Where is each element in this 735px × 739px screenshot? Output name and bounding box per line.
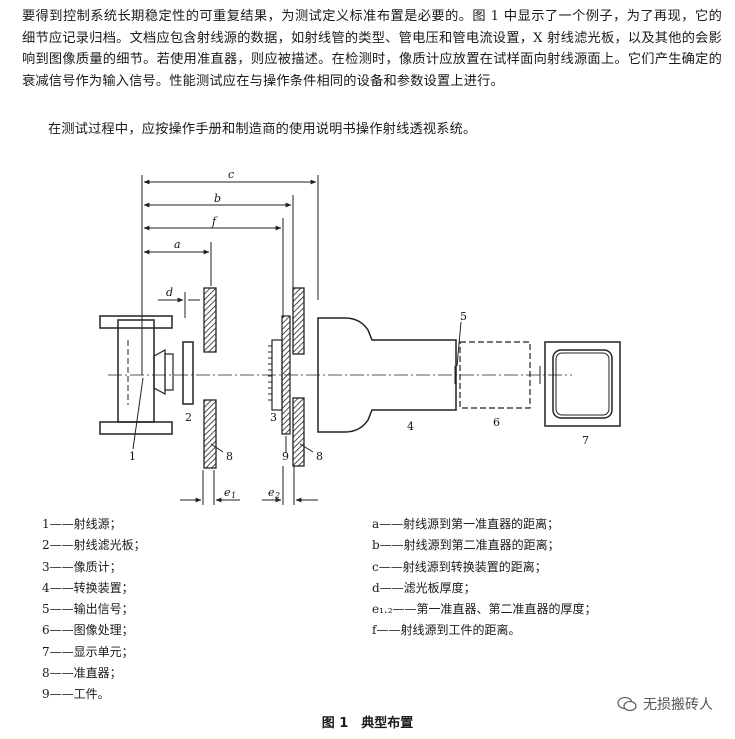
legend-item: 6——图像处理； xyxy=(42,623,134,638)
legend-item: 8——准直器； xyxy=(42,666,122,681)
watermark: 无损搬砖人 xyxy=(617,694,713,714)
label-a: a xyxy=(174,238,181,251)
operation-paragraph: 在测试过程中，应按操作手册和制造商的使用说明书操作射线透视系统。 xyxy=(48,122,477,137)
legend-item: a——射线源到第一准直器的距离； xyxy=(372,517,560,531)
legend-item: e₁.₂——第一准直器、第二准直器的厚度； xyxy=(372,602,597,617)
collimator-1-bottom xyxy=(203,399,217,469)
watermark-text: 无损搬砖人 xyxy=(643,697,713,713)
filter-plate xyxy=(182,341,194,405)
legend-item: 9——工件。 xyxy=(42,687,110,702)
label-d: d xyxy=(166,286,173,299)
legend-parts: 1——射线源； 2——射线滤光板； 3——像质计； 4——转换装置； 5——输出… xyxy=(42,514,146,706)
label-e1-sub: 1 xyxy=(231,491,236,500)
intro-paragraph: 要得到控制系统长期稳定性的可重复结果，为测试定义标准布置是必要的。图 1 中显示… xyxy=(22,9,722,89)
part-2: 2 xyxy=(185,411,192,424)
label-c: c xyxy=(228,168,234,181)
converter-device xyxy=(317,317,457,433)
legend-item: b——射线源到第二准直器的距离； xyxy=(372,538,560,553)
label-e1: e xyxy=(224,486,231,499)
ray-source-body xyxy=(117,319,155,423)
collimator-2-top xyxy=(292,287,305,355)
legend-item: c——射线源到转换装置的距离； xyxy=(372,559,547,574)
label-e2-sub: 2 xyxy=(274,491,280,500)
wechat-logo-icon xyxy=(617,696,637,712)
display-unit xyxy=(544,341,621,427)
part-7: 7 xyxy=(582,434,589,447)
part-6: 6 xyxy=(493,416,500,429)
label-b: b xyxy=(214,192,221,205)
legend-item: 3——像质计； xyxy=(42,559,122,574)
collimator-1-top xyxy=(203,287,217,353)
legend-item: 7——显示单元； xyxy=(42,644,134,659)
collimator-2-bottom xyxy=(292,397,305,467)
part-4: 4 xyxy=(407,420,414,433)
legend-item: 1——射线源； xyxy=(42,517,122,531)
typical-arrangement-figure: c b f a d e 1 e 2 1 2 3 4 5 6 7 8 8 9 xyxy=(99,168,621,505)
legend-item: 5——输出信号； xyxy=(42,602,134,617)
legend-item: 2——射线滤光板； xyxy=(42,538,146,553)
part-5: 5 xyxy=(460,310,467,323)
legend-item: d——滤光板厚度； xyxy=(372,580,476,595)
label-e2: e xyxy=(268,486,275,499)
part-1: 1 xyxy=(129,450,136,463)
legend-dimensions: a——射线源到第一准直器的距离； b——射线源到第二准直器的距离； c——射线源… xyxy=(372,514,597,642)
part-8b: 8 xyxy=(316,450,323,463)
part-9: 9 xyxy=(282,450,289,463)
label-f: f xyxy=(211,215,218,228)
legend-item: f——射线源到工件的距离。 xyxy=(372,623,521,638)
figure-caption: 图 1 典型布置 xyxy=(321,716,414,731)
legend-item: 4——转换装置； xyxy=(42,580,134,595)
part-3: 3 xyxy=(270,411,277,424)
part-8a: 8 xyxy=(226,450,233,463)
